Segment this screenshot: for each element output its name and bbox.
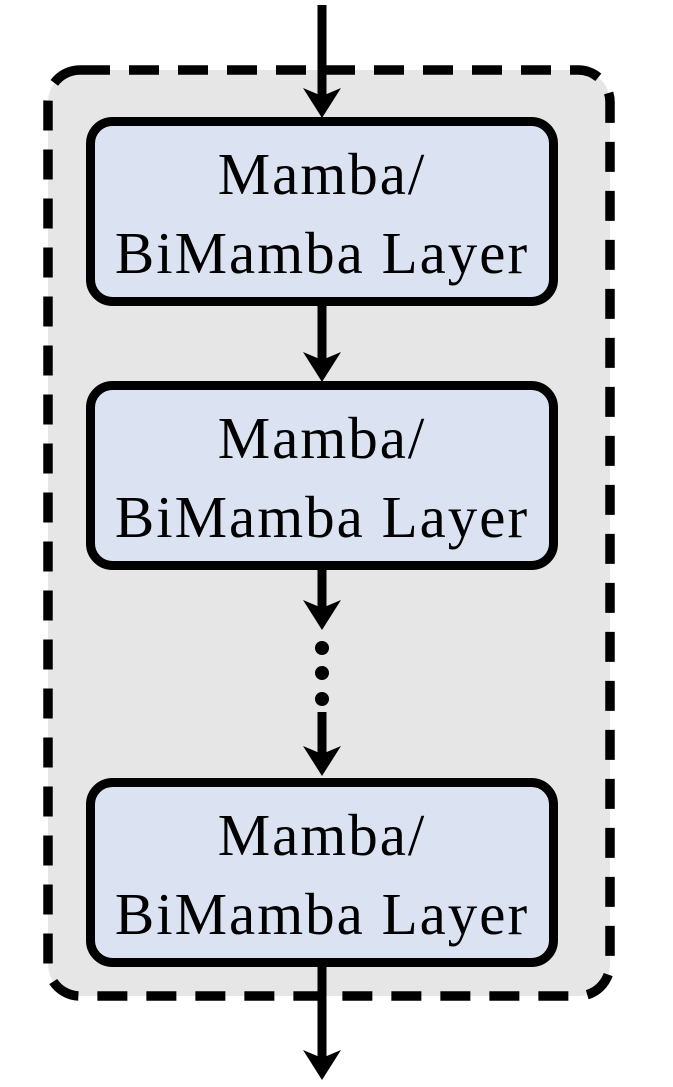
- arrow-down-icon: [303, 746, 341, 776]
- arrow-layer1-to-layer2: [303, 304, 341, 382]
- arrow-down-icon: [303, 352, 341, 382]
- ellipsis-dot: [315, 641, 329, 655]
- ellipsis-dot: [315, 692, 329, 706]
- layer-box-rect: [86, 778, 558, 967]
- ellipsis-dot: [315, 666, 329, 680]
- layer-box-rect: [86, 117, 558, 306]
- layer-label-line2: BiMamba Layer: [115, 220, 529, 286]
- layer-label-line1: Mamba/: [218, 405, 427, 471]
- vertical-ellipsis-icon: [315, 641, 329, 706]
- input-arrow: [303, 5, 341, 118]
- layer-label-line2: BiMamba Layer: [115, 484, 529, 550]
- layer-label-line2: BiMamba Layer: [115, 881, 529, 947]
- arrow-down-icon: [303, 600, 341, 630]
- arrow-down-icon: [303, 1050, 341, 1080]
- layer-label-line1: Mamba/: [218, 141, 427, 207]
- mamba-layer-box-2: Mamba/ BiMamba Layer: [86, 381, 558, 570]
- layer-box-rect: [86, 381, 558, 570]
- arrow-ellipsis-to-layer3: [303, 712, 341, 776]
- mamba-layer-box-3: Mamba/ BiMamba Layer: [86, 778, 558, 967]
- output-arrow: [303, 964, 341, 1080]
- layer-label-line1: Mamba/: [218, 802, 427, 868]
- arrow-layer2-to-ellipsis: [303, 568, 341, 630]
- arrow-down-icon: [303, 88, 341, 118]
- mamba-layer-box-1: Mamba/ BiMamba Layer: [86, 117, 558, 306]
